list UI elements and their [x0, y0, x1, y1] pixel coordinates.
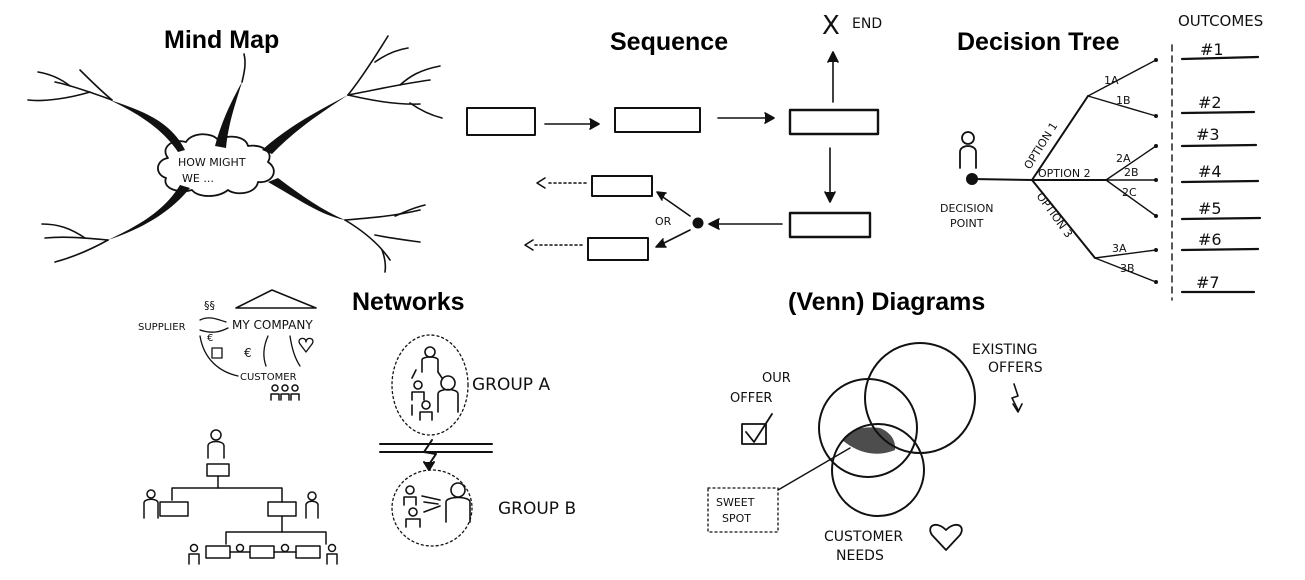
sequence-end-mark: X	[822, 11, 840, 41]
sequence-end-label: END	[852, 16, 882, 32]
customer-people-icon	[270, 384, 300, 401]
group-b-people	[403, 482, 471, 528]
sequence-step-2	[614, 107, 701, 133]
mind-map-branch-upper-right	[262, 95, 348, 154]
org-chart	[143, 429, 338, 565]
decision-point-person-icon	[959, 131, 977, 169]
outcome-5: #5	[1198, 199, 1222, 218]
existing-offers-arrow-icon	[1011, 383, 1023, 413]
branch-2b-label: 2B	[1124, 166, 1139, 179]
our-offer-line1: OUR	[762, 371, 791, 386]
sequence-title: Sequence	[610, 28, 729, 56]
my-company-label: MY COMPANY	[232, 318, 313, 332]
decision-tree-branches	[1087, 59, 1157, 283]
group-a-people	[411, 346, 459, 421]
outcome-4: #4	[1198, 162, 1222, 181]
venn-circle-customer-needs	[831, 423, 925, 517]
decision-tree: DECISION POINT OPTION 1 OPTION 2 OPTION …	[940, 12, 1263, 301]
sweet-spot-line1: SWEET	[716, 496, 755, 509]
mind-map-title: Mind Map	[164, 26, 280, 54]
sweet-spot-box	[707, 487, 779, 533]
outcome-6: #6	[1198, 230, 1222, 249]
sequence-branch-box-2	[587, 237, 649, 261]
group-separator	[379, 439, 493, 471]
supplier-label: SUPPLIER	[138, 322, 186, 333]
sequence-or-node	[692, 217, 704, 229]
branch-1a-label: 1A	[1104, 74, 1119, 87]
branch-3a-label: 3A	[1112, 242, 1127, 255]
outcome-7: #7	[1196, 273, 1220, 292]
branch-3b-label: 3B	[1120, 262, 1135, 275]
decision-tree-options	[971, 95, 1107, 259]
mind-map-center-line1: HOW MIGHT	[178, 156, 246, 169]
sweet-spot-line2: SPOT	[722, 512, 751, 525]
outcome-2: #2	[1198, 93, 1222, 112]
group-a-boundary	[391, 334, 469, 436]
outcome-1: #1	[1200, 40, 1224, 59]
customer-label: CUSTOMER	[240, 372, 297, 383]
customer-needs-line1: CUSTOMER	[824, 529, 903, 545]
networks: MY COMPANY SUPPLIER CUSTOMER §§ € €	[138, 289, 576, 565]
euro-label-1: €	[207, 333, 213, 344]
group-a-label: GROUP A	[472, 375, 550, 395]
mind-map-branch-upper-mid	[215, 82, 242, 148]
our-offer-line2: OFFER	[730, 391, 772, 406]
sequence-step-4	[788, 211, 872, 239]
sequence-step-3	[788, 108, 880, 136]
mind-map-branch-lower-left	[108, 185, 190, 240]
group-b-label: GROUP B	[498, 499, 576, 519]
company-roof	[235, 289, 317, 309]
decision-tree-title: Decision Tree	[957, 28, 1120, 56]
sequence-step-1	[466, 107, 536, 136]
decision-point-label-line2: POINT	[950, 217, 984, 230]
option-2-label: OPTION 2	[1038, 167, 1091, 180]
sweet-spot-pointer	[777, 447, 851, 491]
venn-diagram: OUR OFFER EXISTING OFFERS SWEET SPOT CUS…	[707, 342, 1043, 564]
venn-diagrams-title: (Venn) Diagrams	[788, 288, 986, 316]
heart-icon	[929, 523, 963, 551]
option-3-label: OPTION 3	[1034, 190, 1075, 240]
mind-map: HOW MIGHT WE ...	[27, 35, 443, 273]
branch-2c-label: 2C	[1122, 186, 1137, 199]
outcome-3: #3	[1196, 125, 1220, 144]
existing-offers-line2: OFFERS	[988, 360, 1043, 376]
our-offer-checkbox-icon	[741, 413, 773, 445]
company-network-arrows	[199, 317, 314, 377]
group-b-boundary	[391, 469, 473, 547]
sequence-arrows	[524, 51, 839, 251]
sequence-or-label: OR	[655, 215, 672, 228]
outcomes-header: OUTCOMES	[1178, 12, 1263, 30]
euro-label-2: €	[244, 346, 252, 360]
mind-map-center-line2: WE ...	[182, 172, 214, 185]
decision-tree-branch-ends	[1154, 58, 1158, 284]
decision-point-label-line1: DECISION	[940, 202, 993, 215]
sweet-spot-area	[842, 427, 896, 454]
existing-offers-line1: EXISTING	[972, 342, 1037, 358]
branch-2a-label: 2A	[1116, 152, 1131, 165]
networks-title: Networks	[352, 288, 465, 316]
mind-map-branch-upper-left	[110, 100, 185, 152]
sequence-diagram: OR X END	[466, 11, 882, 261]
outcome-underlines	[1180, 55, 1262, 294]
mind-map-branch-lower-right	[268, 178, 345, 220]
branch-1b-label: 1B	[1116, 94, 1131, 107]
sequence-branch-box-1	[591, 175, 653, 197]
section-sign-label: §§	[204, 299, 215, 312]
mind-map-twigs	[27, 35, 443, 273]
mind-map-cloud	[157, 133, 275, 197]
customer-needs-line2: NEEDS	[836, 548, 884, 564]
